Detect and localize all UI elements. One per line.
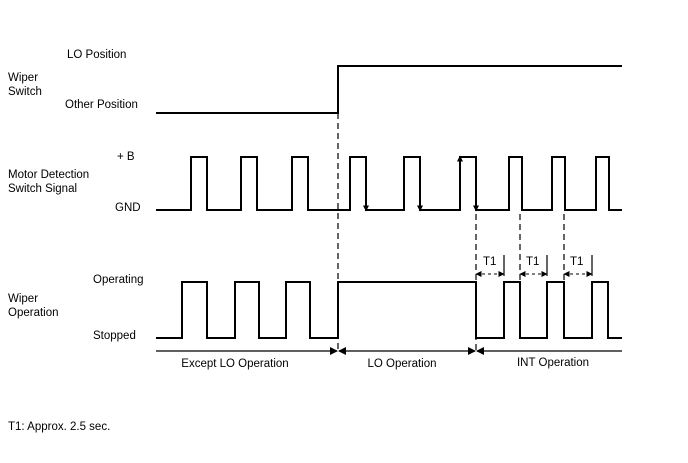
wiper-switch-label-line1: Wiper: [8, 72, 38, 84]
wiper-operation-label-line2: Operation: [8, 307, 59, 319]
wiper-operation-low-label: Stopped: [93, 330, 136, 342]
int-phase-label: INT Operation: [517, 357, 589, 369]
motor-detection-label-line1: Motor Detection: [8, 169, 89, 181]
lo-phase-label: LO Operation: [367, 358, 436, 370]
t1-label: T1: [570, 256, 583, 268]
except-lo-phase-label: Except LO Operation: [181, 358, 288, 370]
wiper-operation-high-label: Operating: [93, 274, 144, 286]
motor-detection-label-line2: Switch Signal: [8, 183, 77, 195]
wiper-switch-label-line2: Switch: [8, 86, 42, 98]
t1-label: T1: [526, 256, 539, 268]
wiper-switch-waveform: [156, 65, 622, 114]
wiper-operation-waveform: [156, 281, 622, 339]
wiper-operation-label-line1: Wiper: [8, 293, 38, 305]
motor-detection-high-label: + B: [117, 151, 135, 163]
wiper-switch-high-label: LO Position: [67, 49, 126, 61]
wiper-switch-low-label: Other Position: [65, 99, 138, 111]
t1-label: T1: [483, 256, 496, 268]
footnote: T1: Approx. 2.5 sec.: [8, 421, 110, 433]
motor-detection-low-label: GND: [115, 202, 141, 214]
motor-detection-waveform: [156, 156, 622, 211]
